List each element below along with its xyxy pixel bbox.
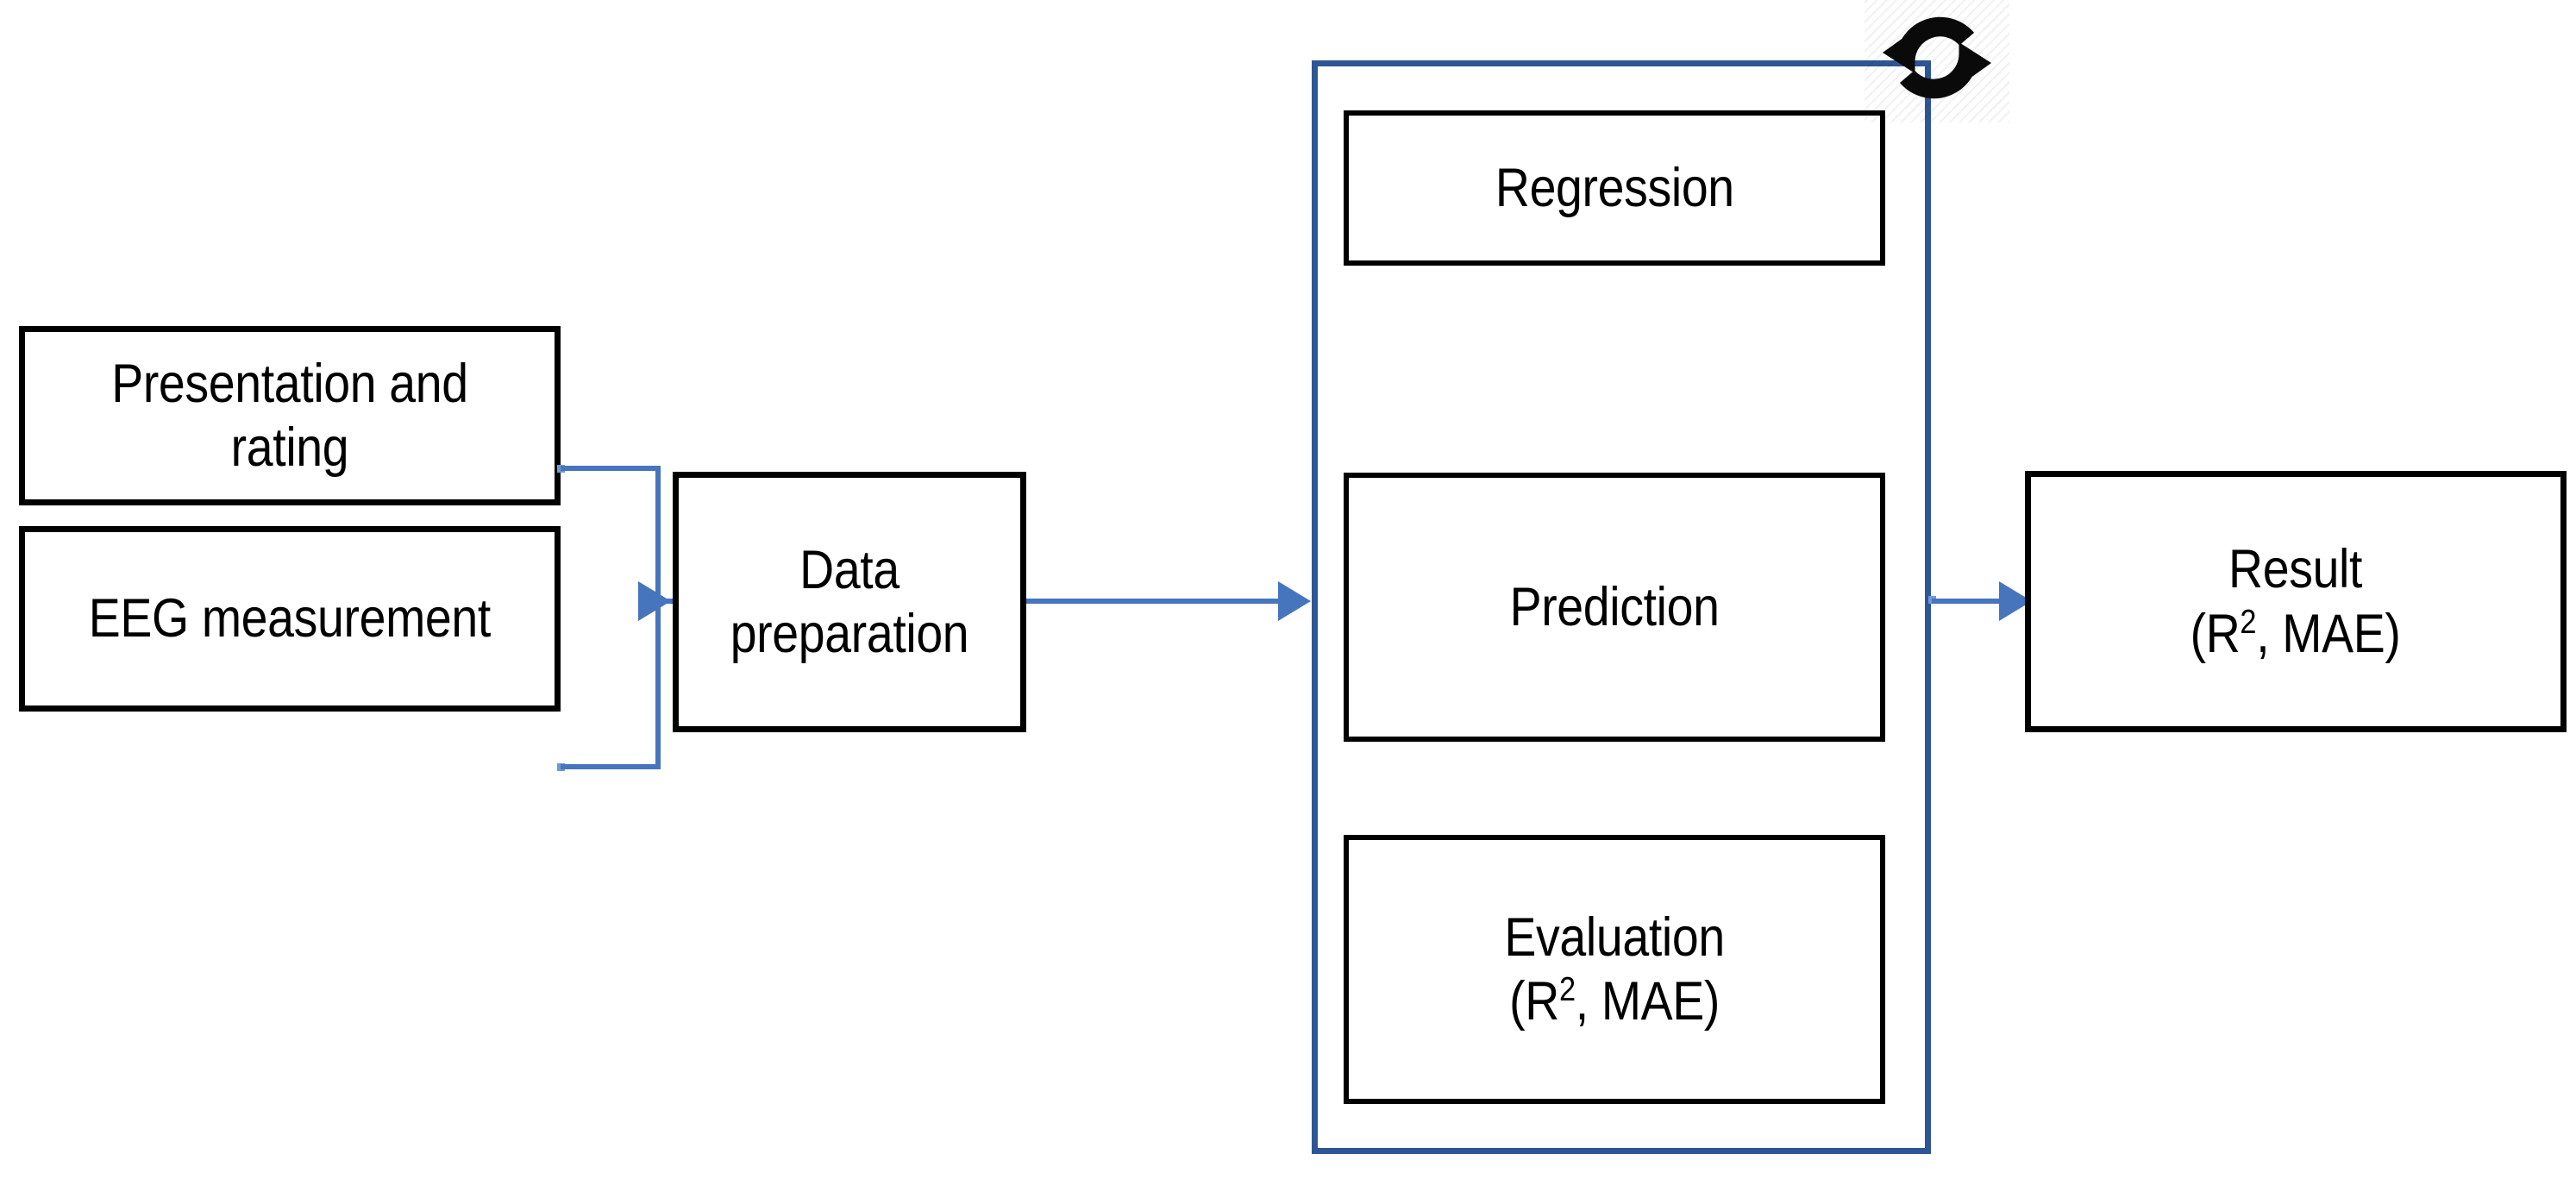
node-prediction-label: Prediction [1509,576,1720,637]
arrowhead-into-loop-container [1278,581,1311,621]
connector-loop-to-result [1932,599,1999,604]
connector-preparation-to-loop [1026,599,1278,604]
node-regression-label: Regression [1495,157,1734,218]
node-result-line2-post: , MAE) [2256,603,2402,664]
node-data-preparation[interactable]: Data preparation [673,472,1026,732]
node-result-label: Result(R2, MAE) [2191,537,2401,666]
node-evaluation-line2-post: , MAE) [1575,971,1720,1032]
node-presentation-and-rating-label: Presentation and rating [111,353,468,478]
node-prediction[interactable]: Prediction [1344,473,1885,742]
node-result-line2-sup: 2 [2240,603,2257,641]
node-regression[interactable]: Regression [1344,110,1885,266]
modelling-loop-container[interactable] [1312,60,1931,1154]
node-evaluation-line1: Evaluation [1504,906,1725,968]
node-presentation-and-rating[interactable]: Presentation and rating [19,326,561,505]
connector-eeg-to-merge [561,764,661,769]
loop-refresh-icon [1865,0,2009,122]
node-eeg-measurement[interactable]: EEG measurement [19,526,561,712]
node-result-line1: Result [2228,539,2363,600]
node-evaluation[interactable]: Evaluation(R2, MAE) [1344,835,1885,1104]
arrowhead-into-data-preparation [638,581,671,621]
node-evaluation-label: Evaluation(R2, MAE) [1504,906,1725,1034]
node-evaluation-line2-sup: 2 [1558,971,1576,1008]
node-eeg-measurement-label: EEG measurement [88,588,492,649]
node-data-preparation-label: Data preparation [730,539,969,664]
node-evaluation-line2-pre: (R [1509,971,1559,1032]
node-result[interactable]: Result(R2, MAE) [2025,471,2567,732]
node-result-line2-pre: (R [2191,603,2241,664]
connector-presentation-to-merge [561,466,661,471]
